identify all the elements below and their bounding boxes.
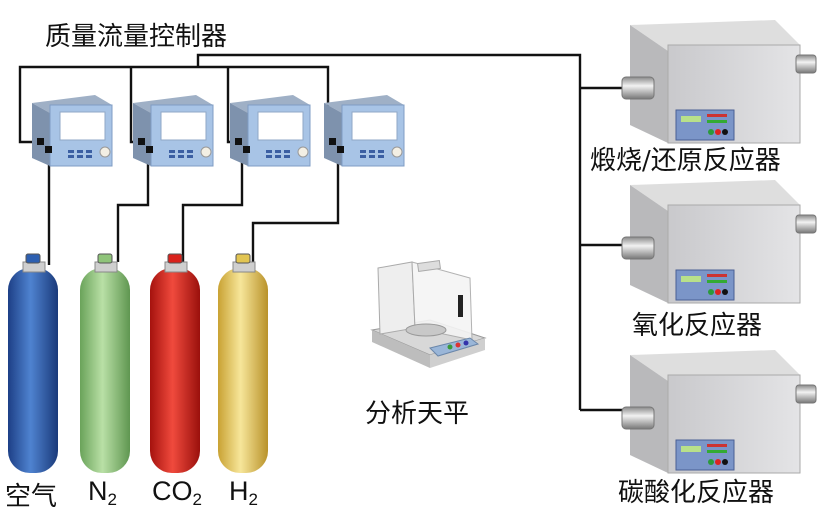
analytical-balance <box>370 259 487 368</box>
cylinder-valve <box>235 253 251 264</box>
gas-outlet-port <box>235 138 242 145</box>
gas-label-air: 空气 <box>5 476 57 512</box>
gas-label-subscript: 2 <box>192 490 202 509</box>
gas-inlet-port <box>337 146 344 153</box>
reactor-inlet-pipe <box>621 236 655 260</box>
gas-cylinder <box>8 253 58 473</box>
cylinder-valve <box>97 253 113 264</box>
reactor-inlet-pipe <box>621 406 655 430</box>
cylinder-valve <box>25 253 41 264</box>
reactor-furnace <box>621 20 817 144</box>
gas-inlet-port <box>45 146 52 153</box>
gas-outlet-port <box>329 138 336 145</box>
reactor-outlet-pipe <box>795 54 817 74</box>
gas-inlet-port <box>243 146 250 153</box>
mass-flow-controller <box>324 95 405 167</box>
reactor-label-calcination-reduction: 煅烧/还原反应器 <box>590 146 781 176</box>
gas-label-text: 空气 <box>5 482 58 512</box>
gas-cylinder <box>80 253 130 473</box>
reactor-outlet-pipe <box>795 384 817 404</box>
gas-label-text: CO <box>152 476 193 506</box>
reactor-inlet-pipe <box>621 76 655 100</box>
gas-inlet-port <box>146 146 153 153</box>
gas-label-subscript: 2 <box>107 490 117 509</box>
gas-label-n2: N2 <box>88 476 117 510</box>
gas-outlet-port <box>138 138 145 145</box>
gas-label-co2: CO2 <box>152 476 202 510</box>
mass-flow-controller <box>133 95 214 167</box>
reactor-furnace <box>621 350 817 474</box>
gas-label-text: H <box>229 476 249 506</box>
gas-cylinder <box>218 253 268 473</box>
mass-flow-controller <box>230 95 311 167</box>
gas-cylinder <box>150 253 200 473</box>
gas-label-text: N <box>88 476 108 506</box>
gas-label-subscript: 2 <box>248 490 258 509</box>
gas-outlet-port <box>37 138 44 145</box>
reactor-outlet-pipe <box>795 214 817 234</box>
mass-flow-controller-title: 质量流量控制器 <box>45 22 228 52</box>
reactor-label-carbonation: 碳酸化反应器 <box>618 478 775 508</box>
reactor-label-oxidation: 氧化反应器 <box>632 311 763 341</box>
cylinder-valve <box>167 253 183 264</box>
balance-label: 分析天平 <box>365 399 470 429</box>
gas-label-h2: H2 <box>229 476 258 510</box>
mass-flow-controller <box>32 95 113 167</box>
reactor-furnace <box>621 180 817 304</box>
